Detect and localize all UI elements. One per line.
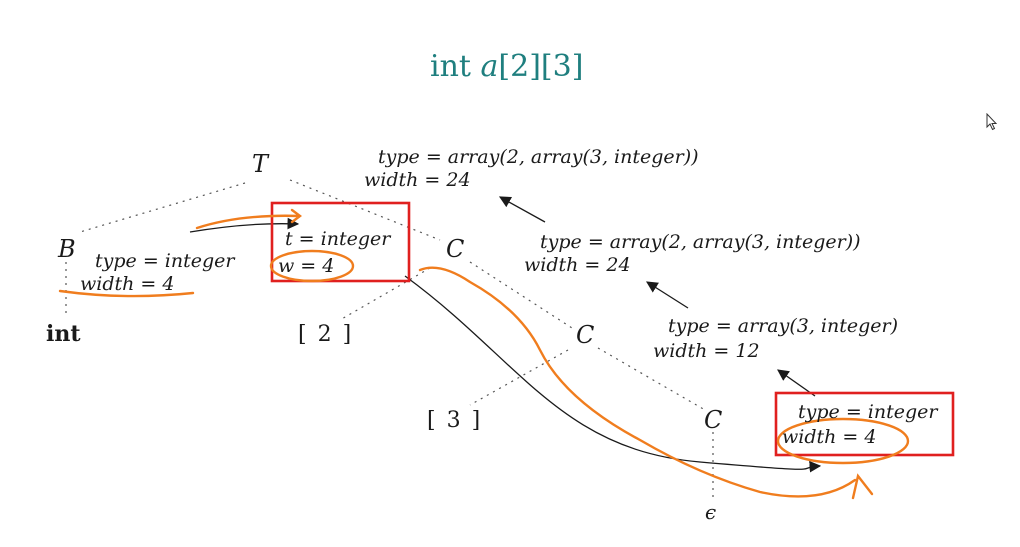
edge-C-bracket2 <box>339 267 431 321</box>
leaf-bracket-3: [ 3 ] <box>427 408 483 433</box>
node-T: T <box>252 150 269 178</box>
node-C2: C <box>576 321 595 349</box>
node-B: B <box>58 235 76 263</box>
leaf-epsilon: ϵ <box>705 500 717 524</box>
edge-T-C <box>289 179 441 241</box>
arrow-C1-to-T <box>498 196 546 223</box>
edge-C2-bracket3 <box>469 349 569 406</box>
orange-arrowhead <box>851 473 874 500</box>
C3-width-attr: width = 4 <box>782 426 877 448</box>
node-C3: C <box>704 406 723 434</box>
T-type-attr: type = array(2, array(3, integer)) <box>378 146 699 168</box>
B-type-attr: type = integer <box>95 250 235 272</box>
orange-curve-down <box>418 266 857 498</box>
inherited-t-attr: t = integer <box>285 228 391 250</box>
node-C1: C <box>446 235 465 263</box>
orange-circle-C3 <box>776 417 910 465</box>
orange-arrow-to-box <box>195 208 302 230</box>
diagram-title: int a[2][3] <box>430 52 583 82</box>
leaf-int: int <box>46 321 81 347</box>
arrow-inherit-to-T-box <box>189 217 300 233</box>
leaf-bracket-2: [ 2 ] <box>298 322 354 347</box>
title-var: a <box>480 49 499 84</box>
C2-width-attr: width = 12 <box>653 340 760 362</box>
inherited-w-attr: w = 4 <box>278 255 335 277</box>
arrow-C3-to-C2 <box>777 369 816 397</box>
C1-width-attr: width = 24 <box>524 254 631 276</box>
C3-type-attr: type = integer <box>798 401 938 423</box>
C2-type-attr: type = array(3, integer) <box>668 315 899 337</box>
T-width-attr: width = 24 <box>364 169 471 191</box>
mouse-cursor-icon <box>986 113 998 131</box>
B-width-attr: width = 4 <box>80 273 175 295</box>
arrow-inherit-to-C3 <box>404 275 822 473</box>
red-box-C3 <box>774 391 955 457</box>
orange-underline-B <box>58 289 195 298</box>
arrow-C2-to-C1 <box>646 281 689 309</box>
title-dims: [2][3] <box>498 49 584 84</box>
orange-circle-w <box>269 249 355 283</box>
C1-type-attr: type = array(2, array(3, integer)) <box>540 231 861 253</box>
edge-T-B <box>79 182 246 233</box>
title-prefix: int <box>430 49 481 84</box>
red-box-inherited <box>270 201 411 283</box>
